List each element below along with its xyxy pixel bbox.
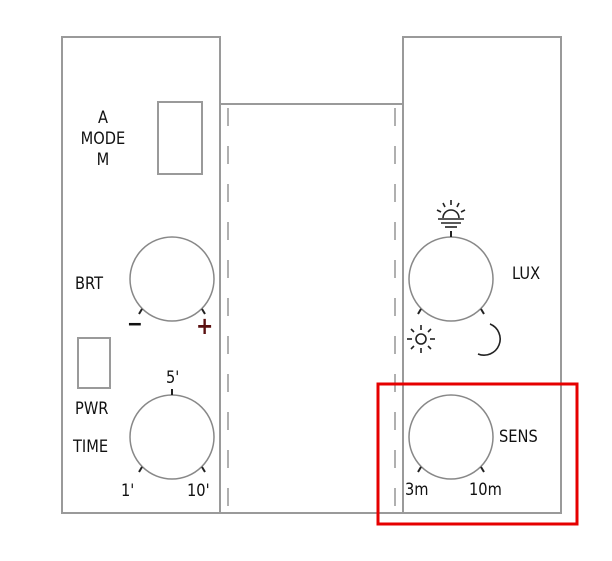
moon-icon bbox=[477, 323, 501, 356]
time-5-label: 5' bbox=[166, 368, 180, 388]
mode-label: MODE bbox=[80, 129, 126, 149]
lux-dial-hit[interactable] bbox=[409, 237, 493, 321]
mode-label-a: A bbox=[97, 108, 108, 128]
mode-switch-hit[interactable] bbox=[157, 101, 203, 175]
mode-label-m: M bbox=[96, 150, 110, 170]
brt-dial-hit[interactable] bbox=[130, 237, 214, 321]
time-1-label: 1' bbox=[121, 481, 135, 501]
brt-dial bbox=[129, 236, 215, 322]
time-label: TIME bbox=[73, 437, 109, 457]
pwr-label: PWR bbox=[75, 399, 109, 419]
sun-icon bbox=[407, 325, 435, 353]
sens-label: SENS bbox=[499, 427, 538, 447]
sens-dial-hit[interactable] bbox=[409, 395, 493, 479]
brt-label: BRT bbox=[75, 274, 104, 294]
lux-label: LUX bbox=[512, 264, 541, 284]
brt-minus-label: − bbox=[127, 312, 143, 337]
sens-10m-label: 10m bbox=[469, 480, 502, 500]
time-10-label: 10' bbox=[187, 481, 210, 501]
sunrise-icon bbox=[436, 200, 466, 228]
pwr-indicator bbox=[77, 337, 111, 389]
mode-switch bbox=[157, 101, 203, 175]
right-panel bbox=[402, 36, 562, 514]
brt-plus-label: + bbox=[196, 312, 214, 340]
sens-3m-label: 3m bbox=[405, 480, 429, 500]
highlight-box bbox=[376, 382, 579, 526]
time-dial-hit[interactable] bbox=[130, 395, 214, 479]
left-panel bbox=[61, 36, 221, 514]
sens-dial bbox=[408, 394, 494, 480]
